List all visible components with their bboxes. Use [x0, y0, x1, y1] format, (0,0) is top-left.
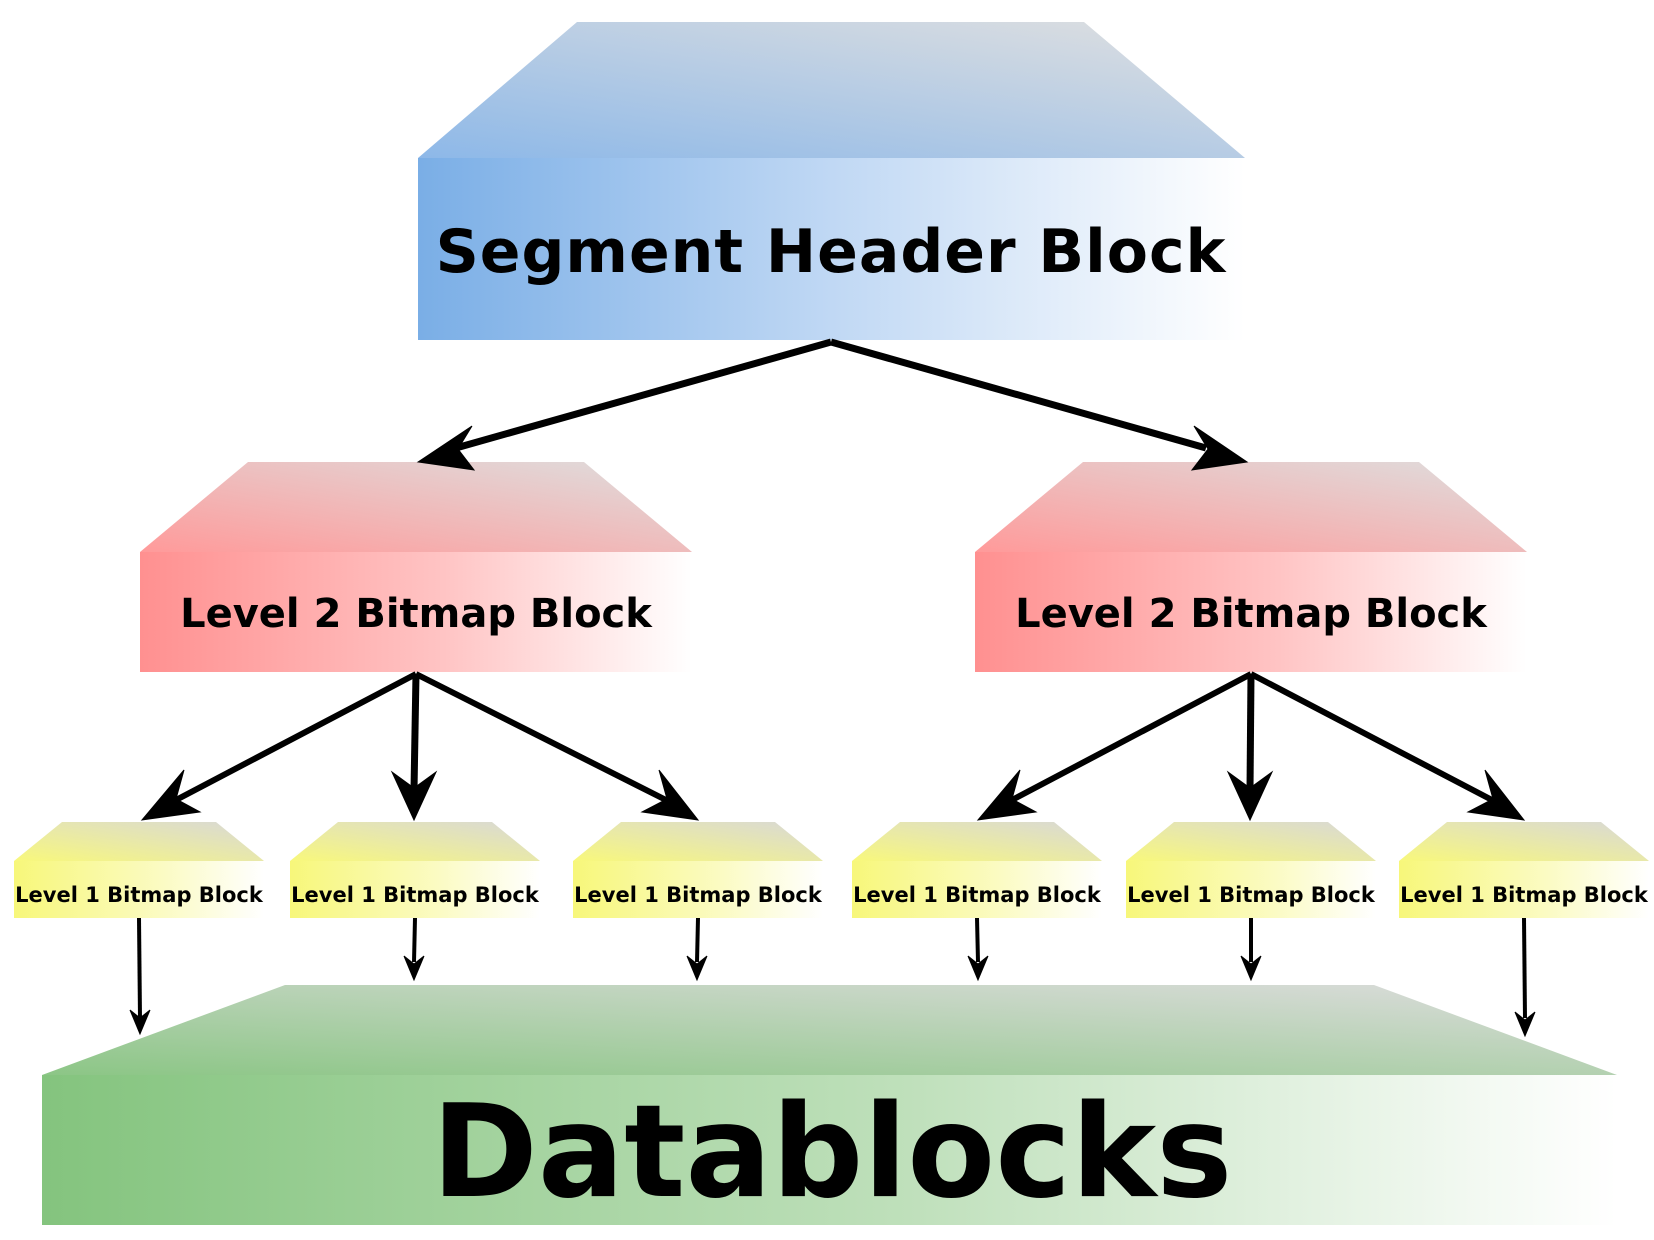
level2-bitmap-block-left: Level 2 Bitmap Block [140, 462, 692, 672]
level1-block-front-face [290, 861, 540, 918]
level1-bitmap-block-2: Level 1 Bitmap Block [290, 822, 540, 918]
level1-block-label: Level 1 Bitmap Block [1400, 883, 1649, 907]
arrowhead [1514, 1011, 1536, 1038]
level1-block-top-face [852, 822, 1102, 861]
segment-header-block-top-face [418, 22, 1245, 158]
segment-header-block-label: Segment Header Block [436, 217, 1228, 287]
level1-block-top-face [573, 822, 823, 861]
connector-arrows [129, 338, 1536, 1038]
arrowhead [403, 955, 425, 982]
arrow-l2left-to-l1-3 [414, 671, 668, 803]
datablocks: Datablocks [42, 985, 1617, 1227]
arrowhead [1466, 769, 1526, 821]
arrowhead [1190, 425, 1249, 471]
level2-block-label: Level 2 Bitmap Block [180, 591, 653, 637]
arrow-l1-1-to-data [137, 917, 142, 1019]
level1-bitmap-block-5: Level 1 Bitmap Block [1126, 822, 1376, 918]
arrowhead [976, 769, 1038, 821]
level1-bitmap-block-6: Level 1 Bitmap Block [1399, 822, 1649, 918]
arrow-l1-2-to-data [412, 917, 417, 963]
level2-bitmap-block-right: Level 2 Bitmap Block [975, 462, 1527, 672]
level1-block-label: Level 1 Bitmap Block [574, 883, 823, 907]
segment-header-block-front-face [418, 158, 1245, 340]
level1-block-front-face [852, 861, 1102, 918]
level1-block-top-face [1399, 822, 1649, 861]
level1-block-label: Level 1 Bitmap Block [15, 883, 264, 907]
level1-block-front-face [573, 861, 823, 918]
level1-block-top-face [1126, 822, 1376, 861]
level2-block-front-face [975, 552, 1527, 672]
arrowhead [390, 770, 438, 822]
level2-block-top-face [140, 462, 692, 552]
arrowhead [640, 769, 700, 821]
level1-block-top-face [14, 822, 264, 861]
datablocks-top-face [42, 985, 1617, 1075]
arrow-l1-4-to-data [975, 917, 980, 963]
segment-header-block: Segment Header Block [418, 22, 1245, 340]
level1-bitmap-block-1: Level 1 Bitmap Block [14, 822, 264, 918]
level1-block-front-face [1126, 861, 1376, 918]
arrow-l1-3-to-data [695, 917, 700, 963]
level1-block-label: Level 1 Bitmap Block [1127, 883, 1376, 907]
arrow-l2right-to-l1-5 [1246, 673, 1255, 791]
level1-block-label: Level 1 Bitmap Block [853, 883, 1102, 907]
level1-block-front-face [1399, 861, 1649, 918]
level1-bitmap-block-4: Level 1 Bitmap Block [852, 822, 1102, 918]
level1-bitmap-block-3: Level 1 Bitmap Block [573, 822, 823, 918]
arrow-header-to-level2-right [830, 338, 1207, 452]
arrow-header-to-level2-left [455, 338, 832, 452]
arrowhead [1240, 955, 1262, 982]
arrow-l2right-to-l1-6 [1249, 671, 1494, 803]
arrowhead [686, 955, 708, 982]
arrowhead [129, 1009, 151, 1036]
level2-block-label: Level 2 Bitmap Block [1015, 591, 1488, 637]
arrow-l1-6-to-data [1522, 917, 1527, 1019]
arrow-l2right-to-l1-4 [1010, 671, 1253, 803]
level1-block-front-face [14, 861, 264, 918]
datablocks-front-face [42, 1075, 1617, 1225]
level1-block-label: Level 1 Bitmap Block [291, 883, 540, 907]
level1-block-top-face [290, 822, 540, 861]
arrowhead [967, 955, 989, 982]
level2-block-top-face [975, 462, 1527, 552]
datablocks-label: Datablocks [432, 1078, 1233, 1227]
level2-block-front-face [140, 552, 692, 672]
arrow-l2left-to-l1-1 [174, 671, 418, 803]
arrowhead [416, 425, 476, 471]
arrow-l2left-to-l1-2 [410, 673, 420, 791]
arrowhead [140, 769, 202, 821]
arrowhead [1226, 770, 1274, 822]
